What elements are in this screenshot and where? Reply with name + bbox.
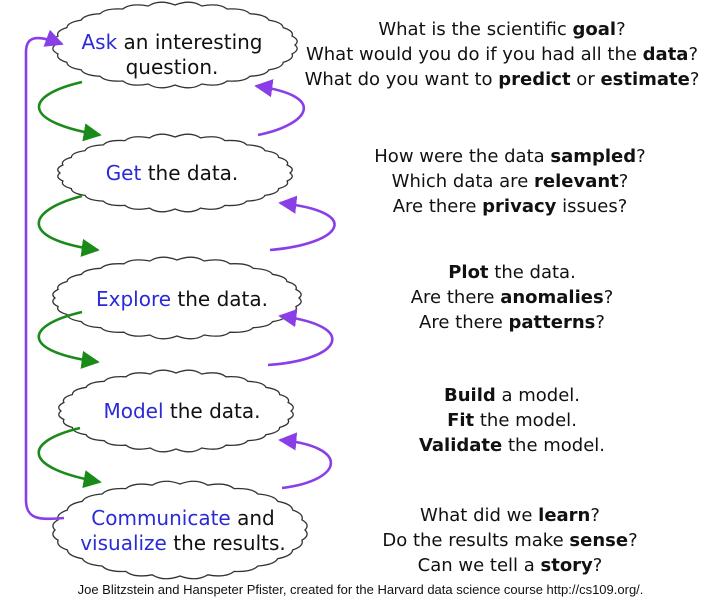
step-label: the data.: [163, 399, 261, 423]
step-keyword-2: visualize: [80, 531, 167, 555]
step-keyword: Model: [103, 399, 164, 423]
question-line: Are there privacy issues?: [340, 194, 680, 219]
question-text: Do the results make: [382, 530, 570, 551]
question-text: a model.: [495, 385, 580, 406]
question-text: ?: [590, 505, 600, 526]
step-label: the data.: [171, 287, 268, 311]
questions-get: How were the data sampled?Which data are…: [340, 144, 680, 219]
cloud-model: [58, 369, 294, 453]
back-arrow-explore-to-get: [269, 195, 336, 252]
question-line: What would you do if you had all the dat…: [292, 42, 712, 67]
questions-ask: What is the scientific goal?What would y…: [292, 17, 712, 92]
question-emphasis: patterns: [508, 312, 596, 333]
question-emphasis: data: [642, 44, 689, 65]
step-label: the data.: [141, 161, 239, 185]
question-line: Are there anomalies?: [362, 285, 662, 310]
question-emphasis: Validate: [418, 435, 503, 456]
question-text: ?: [618, 171, 629, 192]
question-line: What do you want to predict or estimate?: [292, 67, 712, 92]
step-get: Get the data.: [72, 161, 272, 186]
question-line: What did we learn?: [340, 503, 680, 528]
cloud-explore: [52, 256, 302, 340]
question-line: What is the scientific goal?: [292, 17, 712, 42]
question-text: the data.: [488, 262, 576, 283]
arrows-group: [24, 29, 336, 521]
question-text: issues?: [556, 196, 628, 217]
question-text: ?: [603, 287, 614, 308]
question-text: or: [570, 69, 601, 90]
question-text: ?: [636, 146, 646, 167]
forward-arrow-explore-to-model: [37, 310, 100, 369]
step-keyword: Ask: [81, 30, 118, 54]
question-emphasis: anomalies: [500, 287, 604, 308]
question-emphasis: relevant: [534, 171, 619, 192]
step-label-line2: question.: [125, 55, 219, 79]
cloud-communicate: [52, 480, 308, 580]
question-text: Are there: [392, 196, 483, 217]
question-text: What would you do if you had all the: [305, 44, 643, 65]
question-text: Which data are: [391, 171, 534, 192]
back-arrow-model-to-explore: [267, 309, 334, 367]
question-text: ?: [628, 530, 638, 551]
question-emphasis: Plot: [448, 262, 489, 283]
question-text: the model.: [502, 435, 606, 456]
question-emphasis: learn: [538, 505, 591, 526]
question-line: Which data are relevant?: [340, 169, 680, 194]
step-keyword: Explore: [95, 287, 172, 311]
question-text: ?: [616, 19, 626, 40]
forward-arrow-get-to-explore: [37, 194, 100, 257]
question-text: ?: [689, 69, 700, 90]
step-label: an interesting: [117, 30, 263, 54]
step-model: Model the data.: [72, 399, 292, 424]
question-line: Build a model.: [362, 383, 662, 408]
question-text: Are there: [410, 287, 501, 308]
question-text: ?: [688, 44, 699, 65]
question-line: Validate the model.: [362, 433, 662, 458]
question-emphasis: privacy: [482, 196, 557, 217]
forward-arrow-ask-to-get: [37, 80, 102, 142]
question-text: What did we: [420, 505, 539, 526]
question-emphasis: goal: [572, 19, 617, 40]
cloud-get: [57, 133, 293, 213]
questions-communicate: What did we learn?Do the results make se…: [340, 503, 680, 578]
back-arrow-communicate-to-model: [278, 432, 332, 490]
questions-explore: Plot the data.Are there anomalies?Are th…: [362, 260, 662, 335]
question-emphasis: story: [540, 555, 593, 576]
question-text: the model.: [474, 410, 577, 431]
step-explore: Explore the data.: [72, 287, 292, 312]
question-line: How were the data sampled?: [340, 144, 680, 169]
question-line: Are there patterns?: [362, 310, 662, 335]
step-communicate: Communicate and visualize the results.: [70, 506, 296, 556]
credit-line: Joe Blitzstein and Hanspeter Pfister, cr…: [77, 582, 644, 597]
step-keyword: Get: [105, 161, 142, 185]
step-keyword: Communicate: [91, 506, 231, 530]
question-line: Plot the data.: [362, 260, 662, 285]
question-text: What do you want to: [304, 69, 499, 90]
question-emphasis: Fit: [447, 410, 475, 431]
step-label: and: [230, 506, 275, 530]
question-text: ?: [592, 555, 603, 576]
question-emphasis: predict: [498, 69, 571, 90]
question-text: How were the data: [374, 146, 551, 167]
step-ask: Ask an interesting question.: [72, 30, 272, 80]
question-text: Can we tell a: [417, 555, 541, 576]
question-emphasis: estimate: [600, 69, 690, 90]
question-line: Fit the model.: [362, 408, 662, 433]
question-emphasis: Build: [443, 385, 496, 406]
step-label-line2: the results.: [166, 531, 286, 555]
question-text: ?: [595, 312, 605, 333]
question-text: Are there: [419, 312, 509, 333]
question-text: What is the scientific: [378, 19, 573, 40]
back-arrow-get-to-ask: [254, 79, 306, 137]
clouds-group: [52, 1, 308, 580]
question-line: Do the results make sense?: [340, 528, 680, 553]
questions-model: Build a model.Fit the model.Validate the…: [362, 383, 662, 458]
question-emphasis: sampled: [550, 146, 637, 167]
question-line: Can we tell a story?: [340, 553, 680, 578]
forward-arrow-model-to-communicate: [37, 426, 102, 489]
back-arrow-communicate-to-ask: [24, 29, 65, 521]
question-emphasis: sense: [569, 530, 629, 551]
